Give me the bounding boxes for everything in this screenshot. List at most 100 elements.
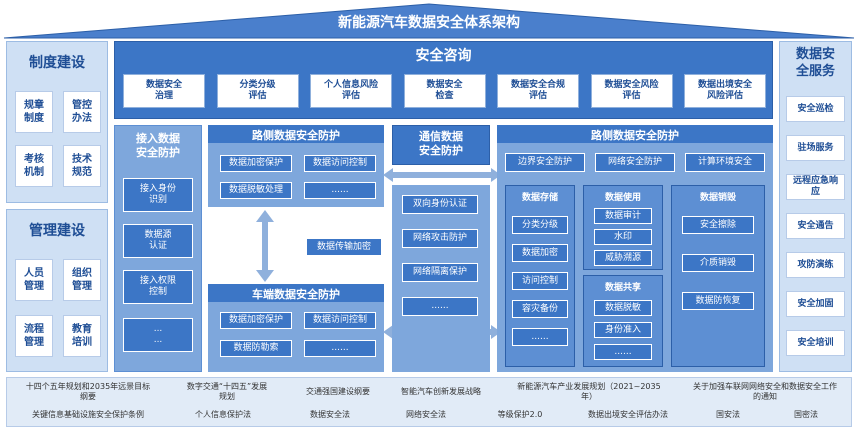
- storage-item: 访问控制: [512, 272, 568, 290]
- access-item: 接入身份 识别: [123, 178, 193, 212]
- comm-item: 网络攻击防护: [402, 229, 478, 248]
- roadside-left-item: 数据访问控制: [304, 155, 376, 172]
- destroy-item: 介质销毁: [682, 254, 754, 272]
- policy-item: 十四个五年规划和2035年远景目标 纲要: [25, 382, 151, 401]
- roof: [3, 3, 855, 39]
- law-item: 等级保护2.0: [497, 410, 543, 419]
- roadside-right-panel: 路侧数据安全防护 边界安全防护 网络安全防护 计算环境安全 数据存储 分类分级 …: [497, 125, 773, 372]
- consult-item: 数据安全 检查: [403, 74, 486, 108]
- consult-title: 安全咨询: [415, 48, 472, 64]
- service-item: 安全加固: [786, 291, 845, 317]
- consult-item: 数据安全风险 评估: [590, 74, 673, 108]
- access-item: 数据源 认证: [123, 224, 193, 258]
- law-item: 个人信息保护法: [195, 410, 251, 419]
- institution-item: 考核 机制: [15, 145, 53, 187]
- usage-title: 数据使用: [604, 193, 641, 203]
- roadside-left-item: ......: [304, 182, 376, 199]
- storage-item: 分类分级: [512, 216, 568, 234]
- institution-item: 规章 制度: [15, 91, 53, 133]
- foundation-panel: 十四个五年规划和2035年远景目标 纲要 数字交通“十四五”发展 规划 交通强国建设…: [6, 377, 852, 427]
- law-item: 数据出境安全评估办法: [588, 410, 668, 419]
- storage-panel: 数据存储 分类分级 数据加密 访问控制 容灾备份 ......: [505, 185, 575, 367]
- vehicle-item: 数据防勒索: [220, 340, 292, 357]
- service-item: 远程应急响 应: [786, 174, 845, 200]
- institution-panel: 制度建设 规章 制度 管控 办法 考核 机制 技术 规范: [6, 41, 108, 203]
- vehicle-panel: 车端数据安全防护 数据加密保护 数据访问控制 数据防勒索 ......: [208, 284, 384, 372]
- storage-item: ......: [512, 328, 568, 346]
- consult-item: 数据出境安全 风险评估: [684, 74, 766, 108]
- management-item: 组织 管理: [63, 259, 101, 301]
- policy-item: 新能源汽车产业发展规划（2021~2035 年）: [517, 382, 661, 401]
- usage-item: 数据审计: [594, 208, 652, 224]
- service-item: 攻防演练: [786, 252, 845, 278]
- institution-item: 技术 规范: [63, 145, 101, 187]
- service-item: 驻场服务: [786, 135, 845, 161]
- sharing-title: 数据共享: [604, 283, 641, 293]
- double-arrow-top: [383, 168, 501, 182]
- destroy-item: 数据防恢复: [682, 292, 754, 310]
- vehicle-title: 车端数据安全防护: [252, 288, 340, 301]
- law-item: 国安法: [716, 410, 740, 419]
- service-item: 安全通告: [786, 213, 845, 239]
- sharing-item: ......: [594, 344, 652, 360]
- storage-item: 数据加密: [512, 244, 568, 262]
- service-title: 数据安 全服务: [795, 47, 835, 79]
- institution-title: 制度建设: [29, 55, 85, 71]
- usage-item: 威胁溯源: [594, 250, 652, 266]
- law-item: 关键信息基础设施安全保护条例: [32, 410, 144, 419]
- sharing-item: 数据脱敏: [594, 300, 652, 316]
- destroy-title: 数据销毁: [699, 193, 736, 203]
- service-item: 安全巡检: [786, 96, 845, 122]
- destroy-panel: 数据销毁 安全擦除 介质销毁 数据防恢复: [671, 185, 765, 367]
- vehicle-item: 数据加密保护: [220, 312, 292, 329]
- comm-item: ......: [402, 297, 478, 316]
- service-panel: 数据安 全服务 安全巡检驻场服务远程应急响 应安全通告攻防演练安全加固安全培训: [779, 41, 852, 372]
- law-item: 网络安全法: [406, 410, 446, 419]
- roadside-left-item: 数据加密保护: [220, 155, 292, 172]
- comm-header: 通信数据 安全防护: [392, 125, 490, 165]
- roadside-right-top-item: 边界安全防护: [505, 153, 585, 172]
- law-item: 国密法: [794, 410, 818, 419]
- roadside-right-top-item: 网络安全防护: [595, 153, 675, 172]
- consult-item: 数据安全合规 评估: [497, 74, 579, 108]
- access-item: ... ...: [123, 318, 193, 352]
- roadside-left-panel: 路侧数据安全防护 数据加密保护 数据访问控制 数据脱敏处理 ......: [208, 125, 384, 207]
- roadside-right-header-bar: [497, 125, 773, 143]
- roadside-right-title: 路侧数据安全防护: [591, 129, 679, 142]
- destroy-item: 安全擦除: [682, 216, 754, 234]
- policy-item: 关于加强车联网网络安全和数据安全工作 的通知: [693, 382, 837, 401]
- transfer-encryption: 数据传输加密: [306, 238, 382, 256]
- management-panel: 管理建设 人员 管理 组织 管理 流程 管理 教育 培训: [6, 209, 108, 372]
- vehicle-item: ......: [304, 340, 376, 357]
- roadside-left-header-bar: [208, 125, 384, 143]
- sharing-item: 身份准入: [594, 322, 652, 338]
- page-title: 新能源汽车数据安全体系架构: [338, 15, 520, 31]
- policy-item: 数字交通“十四五”发展 规划: [186, 382, 268, 401]
- comm-item: 网络隔离保护: [402, 263, 478, 282]
- management-item: 人员 管理: [15, 259, 53, 301]
- storage-item: 容灾备份: [512, 300, 568, 318]
- usage-item: 水印: [594, 229, 652, 245]
- vehicle-item: 数据访问控制: [304, 312, 376, 329]
- consult-panel: 安全咨询 数据安全 治理分类分级 评估个人信息风险 评估数据安全 检查数据安全合…: [114, 41, 773, 119]
- vertical-double-arrow: [256, 210, 274, 282]
- consult-item: 数据安全 治理: [123, 74, 205, 108]
- consult-item: 个人信息风险 评估: [310, 74, 392, 108]
- management-title: 管理建设: [29, 223, 85, 239]
- access-item: 接入权限 控制: [123, 270, 193, 304]
- access-panel: 接入数据 安全防护 接入身份 识别 数据源 认证 接入权限 控制 ... ...: [114, 125, 202, 372]
- roadside-left-title: 路侧数据安全防护: [252, 129, 340, 142]
- sharing-panel: 数据共享 数据脱敏 身份准入 ......: [583, 275, 663, 367]
- vehicle-header-bar: [208, 284, 384, 302]
- law-item: 数据安全法: [310, 410, 350, 419]
- comm-panel: 双向身份认证 网络攻击防护 网络隔离保护 ......: [392, 185, 490, 372]
- roadside-left-item: 数据脱敏处理: [220, 182, 292, 199]
- comm-item: 双向身份认证: [402, 195, 478, 214]
- policy-item: 智能汽车创新发展战略: [401, 387, 481, 396]
- policy-item: 交通强国建设纲要: [306, 387, 370, 396]
- roadside-right-top-item: 计算环境安全: [685, 153, 765, 172]
- consult-item: 分类分级 评估: [216, 74, 299, 108]
- usage-panel: 数据使用 数据审计 水印 威胁溯源: [583, 185, 663, 270]
- storage-title: 数据存储: [521, 193, 558, 203]
- comm-title: 通信数据 安全防护: [419, 130, 463, 157]
